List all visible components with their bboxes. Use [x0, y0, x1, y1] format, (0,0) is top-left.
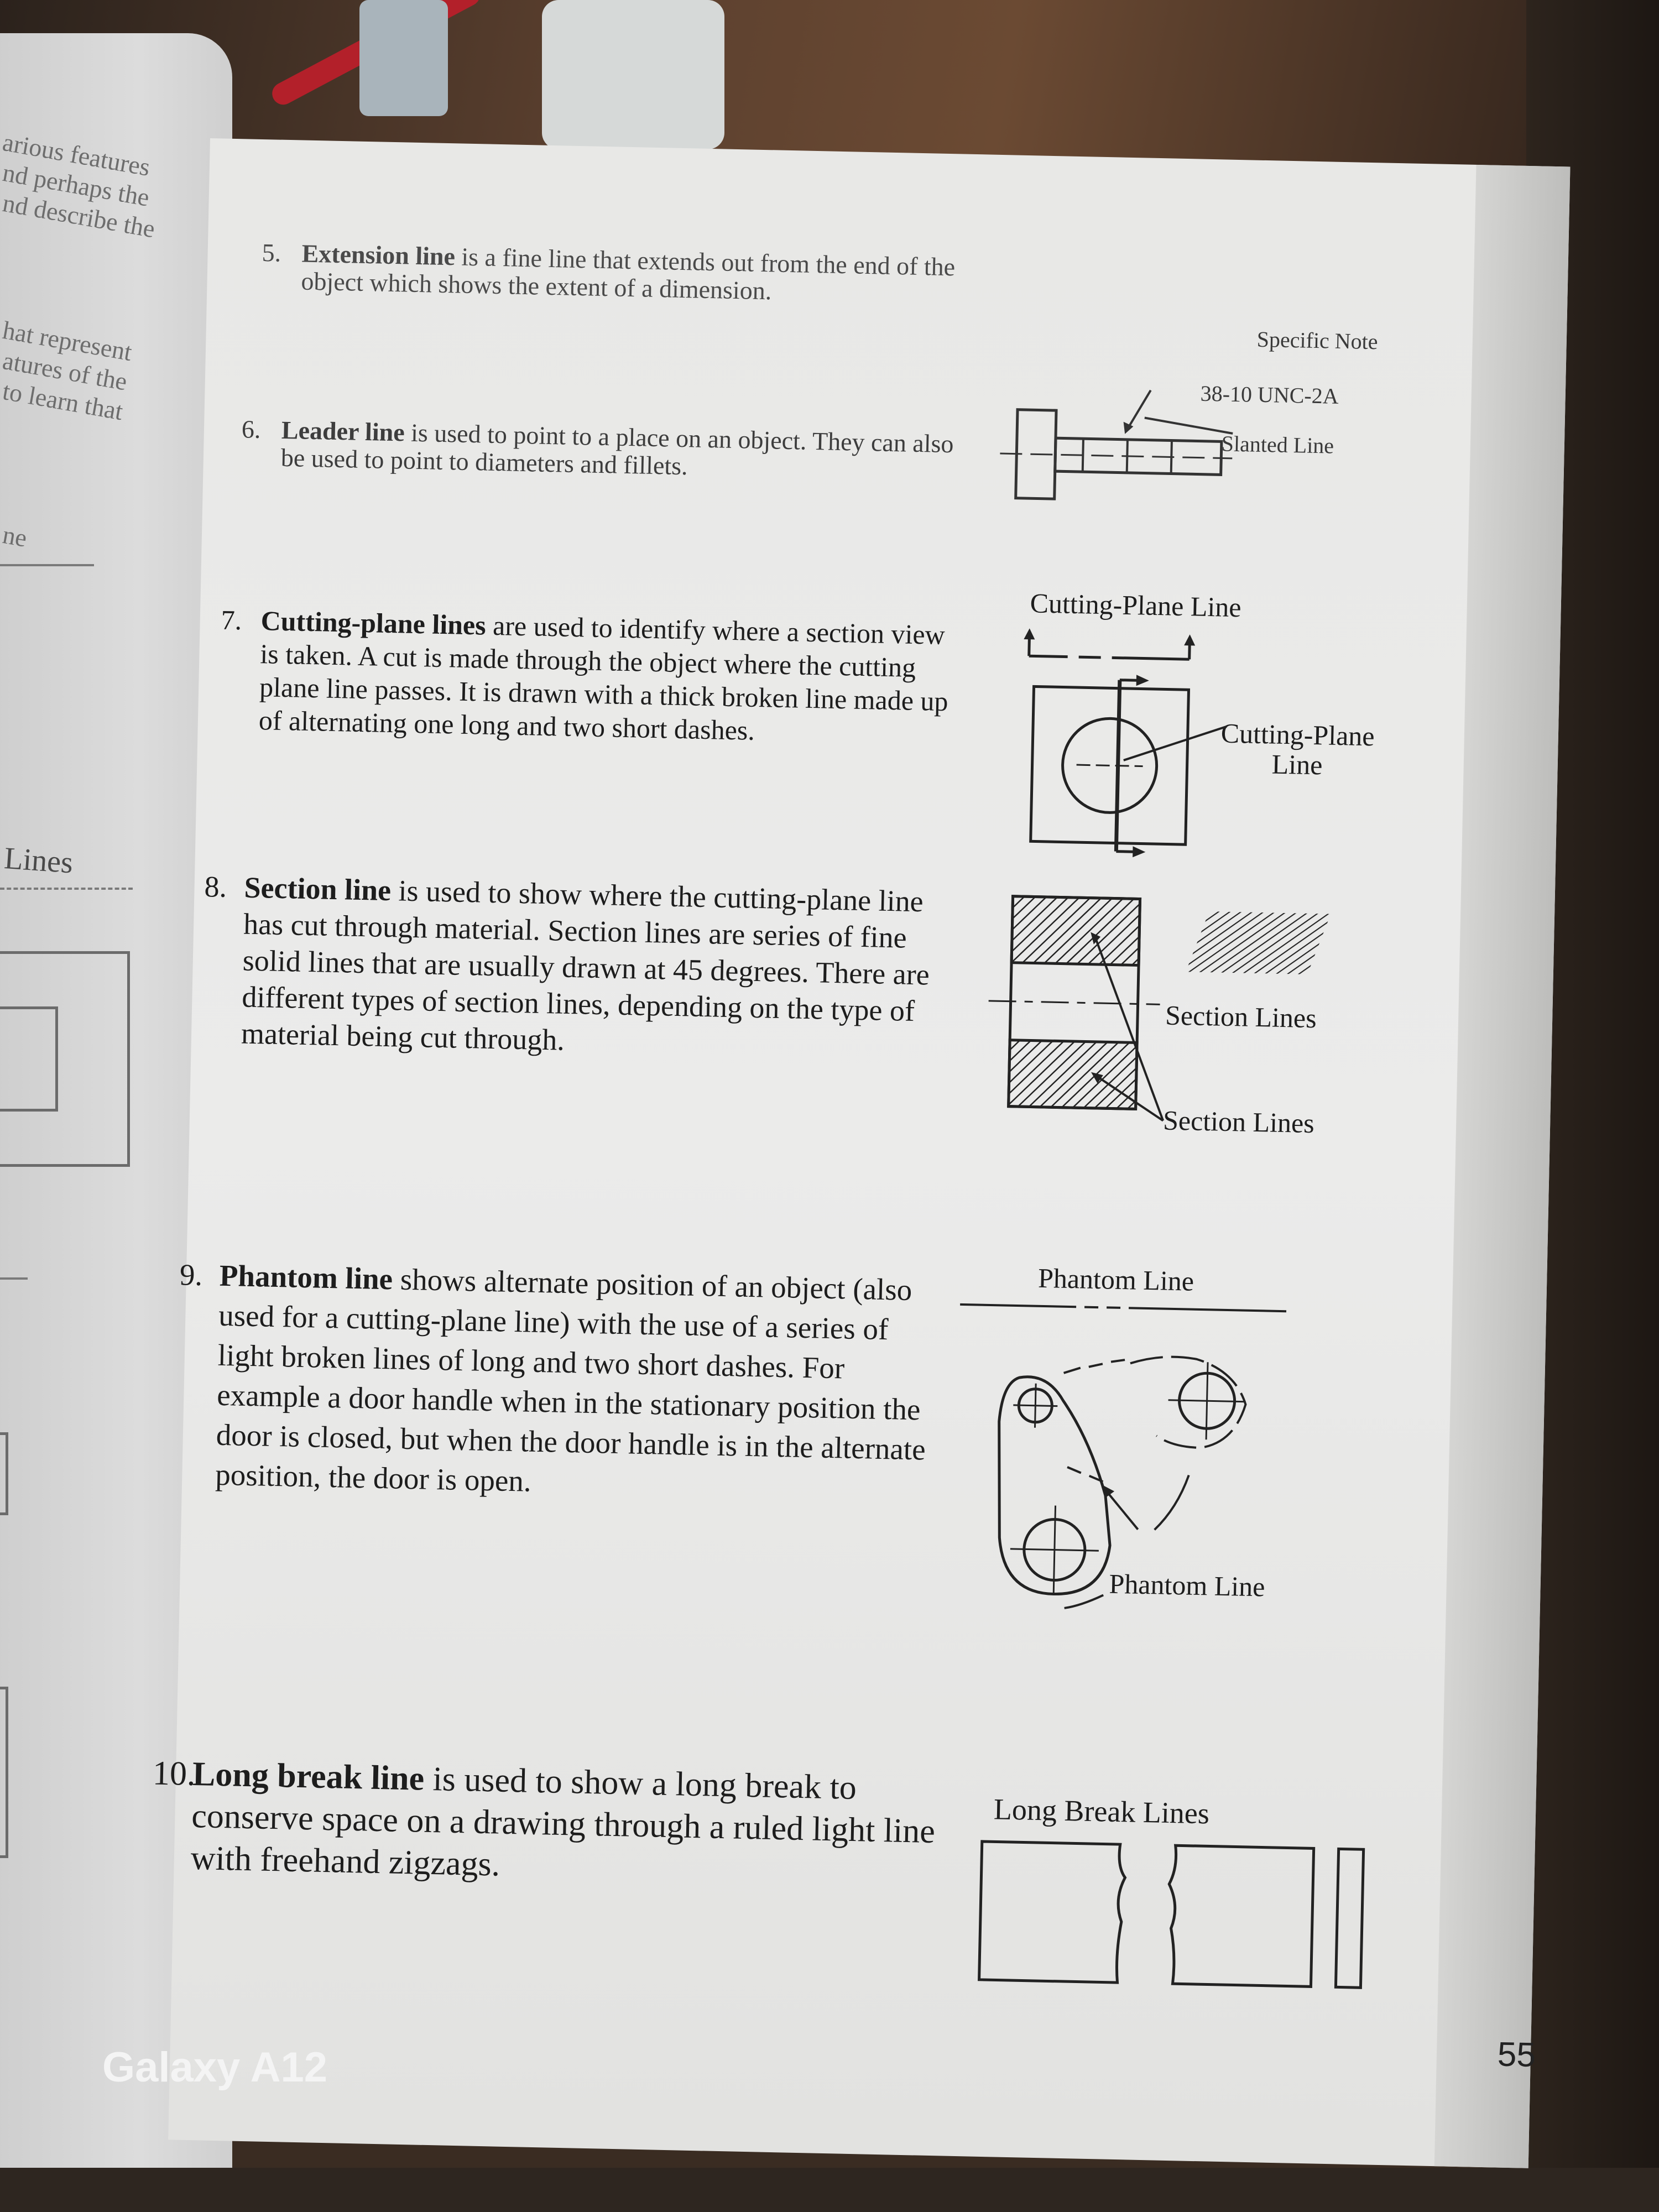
item-term: Extension line: [301, 239, 456, 271]
left-page-rule: [0, 564, 94, 566]
item-number: 9.: [179, 1258, 203, 1292]
phantom-line-title: Phantom Line: [1037, 1262, 1194, 1297]
item-term: Phantom line: [219, 1258, 393, 1296]
long-break-figure: [978, 1840, 1365, 1989]
left-page-heading: Lines: [3, 841, 75, 880]
item-term: Long break line: [192, 1755, 425, 1798]
left-page-dashed-rule: [0, 888, 133, 890]
camera-watermark: Galaxy A12: [102, 2044, 328, 2091]
item-term: Section line: [244, 870, 392, 907]
table-surface-bottom: [0, 2168, 1659, 2212]
page-number: 55: [1497, 2035, 1536, 2074]
cutting-plane-figure: [1024, 628, 1227, 858]
item-number: 5.: [262, 238, 281, 267]
item-extension-line: 5. Extension line is a fine line that ex…: [262, 238, 982, 310]
item-section-line: 8. Section line is used to show where th…: [204, 869, 947, 1067]
item-number: 7.: [221, 604, 242, 636]
phantom-line-figure: [960, 1303, 1287, 1609]
item-description: shows alternate position of an object (a…: [215, 1262, 926, 1498]
grey-cable: [359, 0, 448, 116]
item-number: 6.: [241, 415, 262, 444]
left-page-figure: [0, 1006, 58, 1112]
item-term: Leader line: [281, 415, 405, 447]
item-phantom-line: 9. Phantom line shows alternate position…: [179, 1256, 939, 1510]
item-number: 10.: [152, 1754, 196, 1793]
item-cutting-plane-lines: 7. Cutting-plane lines are used to ident…: [221, 604, 958, 751]
cutting-plane-title: Cutting-Plane Line: [1030, 587, 1242, 623]
left-page-figure: [0, 1687, 8, 1858]
section-lines-figure: [988, 895, 1331, 1122]
left-page-figure: [0, 1432, 8, 1515]
left-page-figure: [0, 951, 130, 1167]
left-page-text: ne: [0, 520, 29, 552]
item-term: Cutting-plane lines: [260, 605, 487, 641]
item-long-break-line: 10. Long break line is used to show a lo…: [152, 1753, 939, 1895]
long-break-title: Long Break Lines: [993, 1792, 1210, 1830]
textbook-page: 5. Extension line is a fine line that ex…: [152, 138, 1571, 2168]
item-number: 8.: [204, 870, 227, 904]
item-leader-line: 6. Leader line is used to point to a pla…: [241, 415, 973, 486]
power-plug: [542, 0, 724, 149]
leader-line-figure: [1000, 389, 1233, 500]
label-specific-note: Specific Note: [1256, 326, 1379, 354]
left-page-rule: [0, 1277, 28, 1280]
